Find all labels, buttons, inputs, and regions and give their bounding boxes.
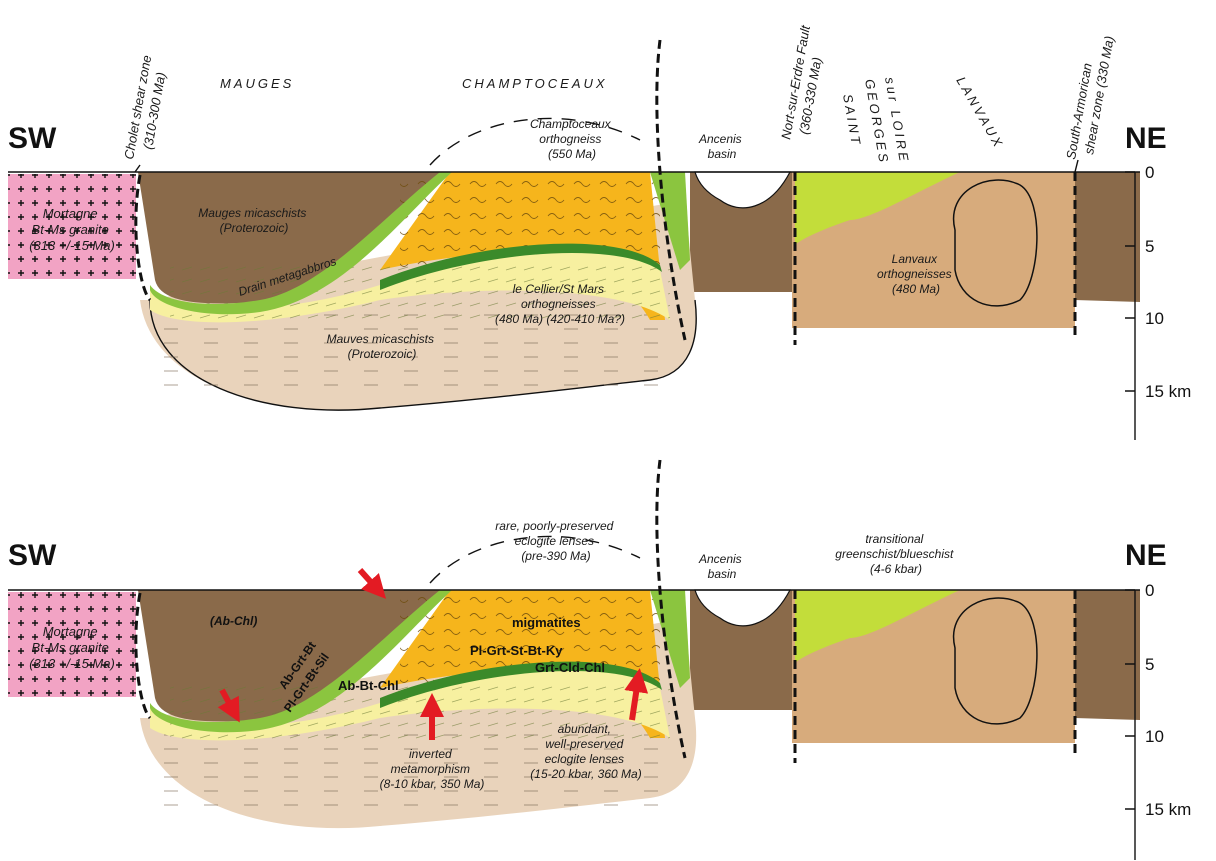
svg-text:transitional greenschist/b: transitional greenschist/blueschist (4-6… — [835, 532, 956, 576]
lanvaux-region: LANVAUX — [953, 74, 1006, 152]
champtoceaux-ortho-1: Champtoceaux — [530, 117, 612, 131]
mauges-micaschists-age: (Proterozoic) — [220, 221, 289, 235]
sw-label: SW — [8, 122, 57, 155]
ab-chl-label: (Ab-Chl) — [210, 614, 257, 628]
granite-age: (313 +/-15 Ma) — [29, 238, 115, 253]
svg-text:SAINT: SAINT — [840, 93, 864, 148]
mauges-micaschists-label: Mauges micaschists — [198, 206, 306, 220]
champtoceaux-ortho-2: orthogneiss — [539, 132, 601, 146]
ne-label: NE — [1125, 122, 1167, 155]
saint-label: SAINT — [840, 93, 864, 148]
tick2-15: 15 km — [1145, 800, 1191, 819]
pl-grt-st-label: Pl-Grt-St-Bt-Ky — [470, 643, 563, 658]
east-block-2 — [1075, 590, 1140, 720]
grt-cld-label: Grt-Cld-Chl — [535, 660, 605, 675]
tick-5: 5 — [1145, 237, 1154, 256]
ne-label-2: NE — [1125, 539, 1167, 572]
abundant-4: (15-20 kbar, 360 Ma) — [530, 767, 641, 781]
tick-0: 0 — [1145, 163, 1154, 182]
lanvaux-ortho-3: (480 Ma) — [892, 282, 940, 296]
svg-text:Ancenis basin: Ancenis basin — [698, 132, 745, 161]
red-arrow-1 — [360, 570, 378, 590]
cellier-3: (480 Ma) (420-410 Ma?) — [495, 312, 625, 326]
abundant-3: eclogite lenses — [545, 752, 624, 766]
cellier-2: orthogneisses — [521, 297, 596, 311]
tick2-10: 10 — [1145, 727, 1164, 746]
abundant-1: abundant, — [558, 722, 611, 736]
rare-3: (pre-390 Ma) — [521, 549, 590, 563]
granite2-age: (313 +/-15 Ma) — [29, 656, 115, 671]
sw-label-2: SW — [8, 539, 57, 572]
inverted-1: inverted — [409, 747, 452, 761]
champtoceaux-region: CHAMPTOCEAUX — [462, 76, 608, 91]
granite-name: Mortagne — [43, 206, 98, 221]
champtoceaux-ortho-3: (550 Ma) — [548, 147, 596, 161]
transitional-3: (4-6 kbar) — [870, 562, 922, 576]
rare-2: eclogite lenses — [515, 534, 594, 548]
tick2-5: 5 — [1145, 655, 1154, 674]
migmatites-label: migmatites — [512, 615, 581, 630]
granite2-name: Mortagne — [43, 624, 98, 639]
svg-text:LANVAUX: LANVAUX — [953, 74, 1006, 152]
transitional-1: transitional — [865, 532, 923, 546]
mauves-2: (Proterozoic) — [348, 347, 417, 361]
mauves-1: Mauves micaschists — [327, 332, 434, 346]
rare-1: rare, poorly-preserved — [495, 519, 613, 533]
lanvaux-ortho-1: Lanvaux — [892, 252, 938, 266]
cellier-1: le Cellier/St Mars — [513, 282, 604, 296]
ab-bt-chl-label: Ab-Bt-Chl — [338, 678, 399, 693]
tick-15: 15 km — [1145, 382, 1191, 401]
lanvaux-ortho-2: orthogneisses — [877, 267, 952, 281]
svg-text:Ancenis basin: Ancenis basin — [698, 552, 745, 581]
ancenis2-2: basin — [708, 567, 737, 581]
svg-text:Champtoceaux orthogneiss: Champtoceaux orthogneiss (550 Ma) — [530, 117, 614, 161]
east-block — [1075, 172, 1140, 302]
svg-text:rare, poorly-preserved ecl: rare, poorly-preserved eclogite lenses (… — [495, 519, 616, 563]
transitional-2: greenschist/blueschist — [835, 547, 954, 561]
granite-type: Bt-Ms granite — [32, 222, 109, 237]
mauges-region: MAUGES — [220, 76, 294, 91]
inverted-2: metamorphism — [391, 762, 470, 776]
granite2-type: Bt-Ms granite — [32, 640, 109, 655]
inverted-3: (8-10 kbar, 350 Ma) — [380, 777, 485, 791]
abundant-2: well-preserved — [545, 737, 623, 751]
ancenis2-1: Ancenis — [698, 552, 742, 566]
ancenis-2: basin — [708, 147, 737, 161]
ancenis-1: Ancenis — [698, 132, 742, 146]
tick-10: 10 — [1145, 309, 1164, 328]
tick2-0: 0 — [1145, 581, 1154, 600]
